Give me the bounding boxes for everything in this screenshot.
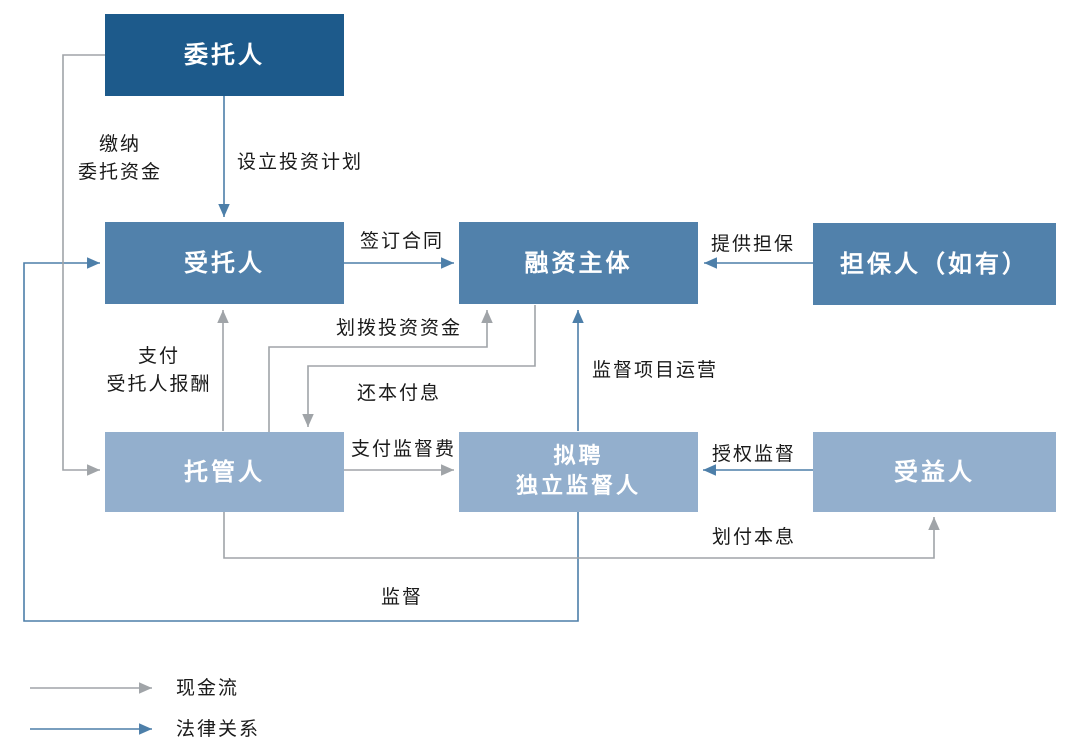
edge-label-repay-principal-interest: 还本付息: [357, 382, 442, 404]
edge-label-pay-entrusted-funds: 缴纳 委托资金: [77, 133, 162, 183]
edge-label-pay-supervision-fee: 支付监督费: [351, 438, 457, 460]
edge-label-authorize-supervision: 授权监督: [712, 443, 797, 465]
node-beneficiary: 受益人: [813, 432, 1056, 512]
edge-label-pay-trustee-remuneration: 支付 受托人报酬: [106, 345, 212, 395]
edge-pay-entrusted-funds-arrow: [62, 54, 105, 476]
edge-label-transfer-principal-interest: 划付本息: [712, 526, 797, 548]
node-independent-supervisor: 拟聘 独立监督人: [459, 432, 698, 512]
legend-label-cash-flow: 现金流: [176, 677, 240, 699]
node-trustee: 受托人: [105, 222, 344, 304]
edge-transfer-principal-interest-arrow: [223, 512, 940, 559]
edge-label-provide-guarantee: 提供担保: [711, 233, 796, 255]
edge-label-allocate-investment-funds: 划拨投资资金: [336, 317, 463, 339]
node-principal: 委托人: [105, 14, 344, 96]
edge-supervise-arrow: [23, 257, 579, 622]
edge-label-supervise-project-operation: 监督项目运营: [592, 359, 719, 381]
node-custodian: 托管人: [105, 432, 344, 512]
edge-label-sign-contract: 签订合同: [360, 230, 445, 252]
node-financing-entity: 融资主体: [459, 222, 698, 304]
node-guarantor: 担保人（如有）: [813, 223, 1056, 305]
edge-allocate-investment-funds-arrow: [268, 310, 493, 432]
edge-label-setup-investment-plan: 设立投资计划: [237, 151, 364, 173]
edge-repay-principal-interest-arrow: [302, 305, 536, 427]
legend-label-legal-relation: 法律关系: [176, 718, 261, 740]
edge-label-supervise: 监督: [381, 586, 424, 608]
